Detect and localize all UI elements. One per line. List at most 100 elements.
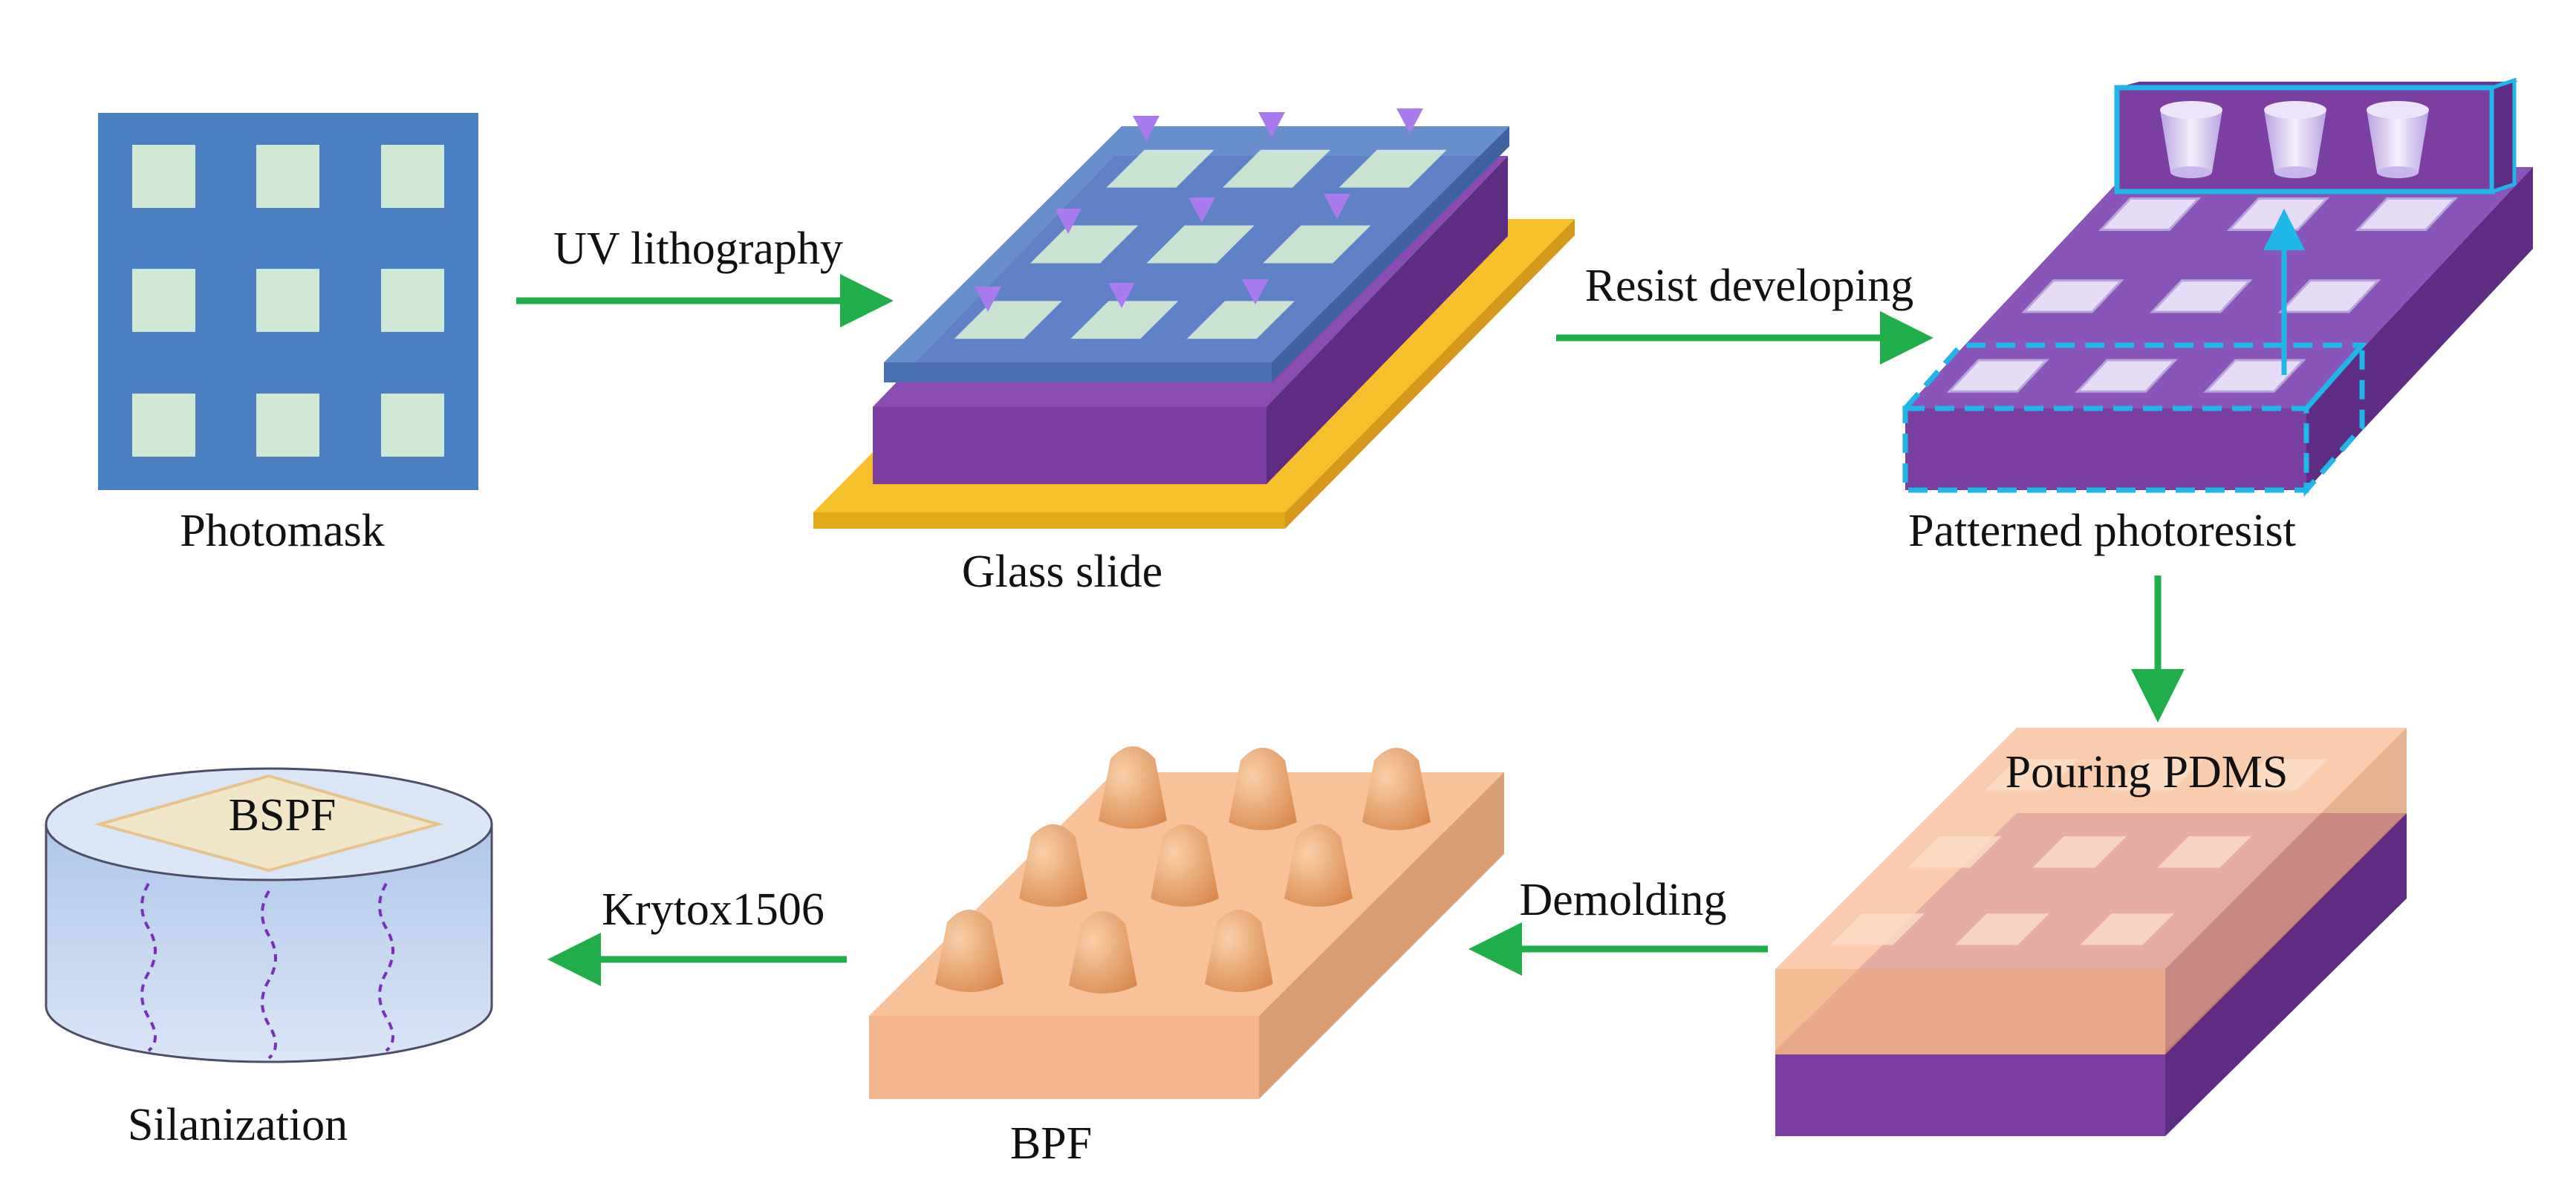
well-1-0 [2021,279,2124,313]
mask-window-0-0 [132,145,195,208]
inset-wells [2160,101,2429,178]
bpf-block [869,746,1504,1099]
inset-cup-bottom-0 [2170,166,2212,178]
uv-arrow-head-5 [1324,194,1350,219]
patterned-photoresist-block [1899,77,2533,498]
photoresist-side [1266,156,1508,484]
bpf-pillar-6 [935,910,1004,992]
selection-outline-front [1902,405,2309,493]
mask-layer-windows [954,149,1447,339]
silanization-dish [45,767,493,1063]
slide-window-1-0 [1030,225,1139,264]
pdms-well-0-0 [1830,913,1925,945]
pdms-wells [1830,759,2329,945]
mask-window-2-0 [132,394,195,457]
pdms-well-2-2 [2234,759,2329,791]
bspf-film [94,774,444,873]
slide-window-0-0 [954,301,1062,339]
well-0-1 [2075,359,2178,393]
well-0-0 [1946,359,2050,393]
inset-side [2490,77,2517,195]
bpf-side [1259,772,1504,1099]
slide-window-0-2 [1186,301,1295,339]
mask-window-1-1 [256,269,319,332]
vapor-wave-1 [140,882,157,1052]
bpf-pillar-0 [1099,746,1167,829]
photomask-panel [98,113,478,490]
inset-cup-rim-1 [2264,101,2326,119]
photoresist-front [873,407,1266,484]
bspf-label: BSPF [229,790,336,841]
silanization-label: Silanization [128,1100,348,1150]
mask-window-1-0 [132,269,195,332]
bpf-pillar-8 [1205,910,1273,992]
pdms-well-1-0 [1907,836,2002,868]
mask-window-0-1 [256,145,319,208]
mask-window-0-2 [381,145,444,208]
slide-window-1-2 [1263,225,1371,264]
slide-window-2-1 [1223,149,1331,188]
slide-window-0-1 [1070,301,1179,339]
well-2-0 [2098,197,2202,231]
inset-cup-rim-0 [2160,101,2222,119]
slide-window-1-1 [1146,225,1255,264]
pdms-well-2-1 [2110,759,2204,791]
pdms-well-1-2 [2157,836,2251,868]
pdms-well-1-1 [2032,836,2127,868]
well-1-1 [2150,279,2253,313]
photomask-label: Photomask [180,506,385,556]
pdms-well-2-0 [1985,759,2079,791]
bpf-pillar-1 [1229,748,1297,830]
pouring-pdms-label: Pouring PDMS [2006,747,2289,798]
uv-arrow-head-2 [1396,108,1423,134]
bpf-pillar-4 [1151,824,1219,907]
mold-purple-side [2165,813,2407,1136]
glass-slide-front [813,512,1285,529]
pdms-front [1775,969,2165,1054]
glass-slide-label: Glass slide [962,547,1162,597]
pdms-side [2165,728,2407,1054]
photomask-windows [132,145,444,457]
selection-outline-side [2303,338,2365,498]
demolding-label: Demolding [1520,875,1727,925]
mask-window-2-2 [381,394,444,457]
mask-window-2-1 [256,394,319,457]
pdms-well-0-1 [1955,913,2049,945]
uv-arrow-head-1 [1258,112,1285,137]
uv-arrow-head-6 [975,287,1001,312]
uv-arrow-head-4 [1188,198,1215,223]
uv-arrow-head-8 [1242,279,1269,304]
mask-layer-front [884,362,1272,382]
glass-slide-stack [813,30,1575,529]
well-1-2 [2277,279,2381,313]
inset-cup-bottom-2 [2377,166,2419,178]
pdms-well-0-2 [2080,913,2174,945]
bpf-pillar-7 [1069,911,1137,994]
bpf-front [869,1016,1259,1099]
patterned-front [1905,408,2306,490]
inset-cup-bottom-1 [2274,166,2316,178]
mold-purple-front [1775,1051,2165,1136]
patterned-side [2306,167,2533,490]
uv-lithography-label: UV lithography [553,224,843,274]
mask-layer-side [1272,126,1509,382]
glass-slide-side [1285,219,1575,529]
bpf-label: BPF [1010,1118,1092,1169]
bpf-pillar-2 [1362,748,1431,830]
slide-window-2-0 [1106,149,1214,188]
krytox-label: Krytox1506 [602,884,824,935]
uv-arrow-head-7 [1108,283,1135,308]
uv-light-arrows [975,30,1423,312]
inset-cup-1 [2264,110,2326,172]
bpf-pillar-3 [1019,824,1087,907]
inset-cup-rim-2 [2367,101,2429,119]
well-2-2 [2355,197,2459,231]
resist-developing-label: Resist developing [1585,261,1914,311]
vapor-wave-3 [378,882,394,1052]
patterned-photoresist-label: Patterned photoresist [1908,506,2296,556]
inset-cup-0 [2160,110,2222,172]
slide-window-2-2 [1339,149,1447,188]
mask-window-1-2 [381,269,444,332]
